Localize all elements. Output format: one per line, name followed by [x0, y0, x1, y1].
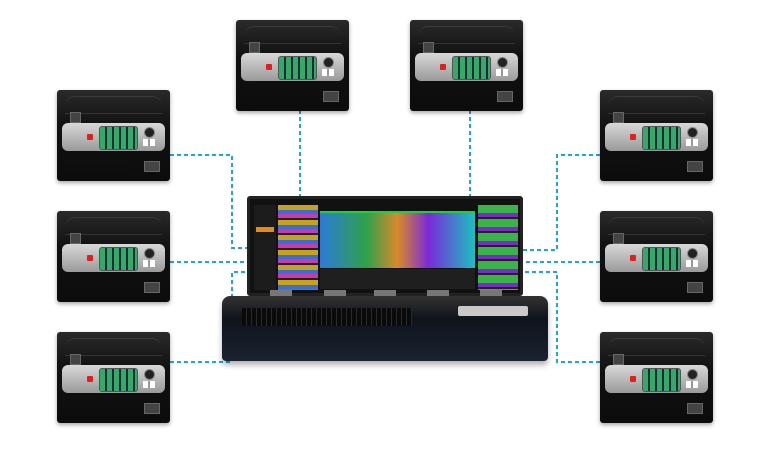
status-led-icon — [630, 376, 636, 382]
preview-program-windows — [320, 211, 475, 268]
power-button-icon — [70, 112, 81, 123]
console-screen — [247, 196, 523, 296]
lcd-display — [452, 56, 491, 80]
knob-icon — [144, 369, 155, 380]
power-button-icon — [613, 112, 624, 123]
rack-processor-left-1 — [57, 90, 170, 181]
status-led-icon — [440, 64, 446, 70]
knob-icon — [144, 127, 155, 138]
knob-icon — [497, 57, 508, 68]
link-right-3 — [520, 271, 600, 363]
lcd-display — [642, 368, 681, 392]
rack-processor-right-2 — [600, 211, 713, 302]
knob-icon — [687, 369, 698, 380]
power-button-icon — [70, 233, 81, 244]
power-button-icon — [613, 233, 624, 244]
lcd-display — [99, 247, 138, 271]
knob-icon — [687, 248, 698, 259]
status-led-icon — [87, 376, 93, 382]
screen-sidebar — [254, 205, 276, 290]
timeline-strip — [320, 269, 475, 289]
lcd-display — [99, 368, 138, 392]
status-led-icon — [266, 64, 272, 70]
status-led-icon — [87, 134, 93, 140]
link-left-1 — [170, 154, 255, 249]
control-console — [222, 196, 548, 361]
rack-processor-right-3 — [600, 332, 713, 423]
console-deck — [222, 290, 548, 361]
knob-icon — [144, 248, 155, 259]
lcd-display — [642, 126, 681, 150]
output-thumbnails — [478, 205, 518, 290]
touchpad — [458, 306, 528, 316]
status-led-icon — [87, 255, 93, 261]
lcd-display — [278, 56, 317, 80]
power-button-icon — [249, 42, 260, 53]
lcd-display — [642, 247, 681, 271]
power-button-icon — [613, 354, 624, 365]
knob-icon — [687, 127, 698, 138]
knob-icon — [323, 57, 334, 68]
rack-processor-left-2 — [57, 211, 170, 302]
status-led-icon — [630, 134, 636, 140]
lcd-display — [99, 126, 138, 150]
rack-processor-top-left — [236, 20, 349, 111]
rack-processor-top-right — [410, 20, 523, 111]
power-button-icon — [423, 42, 434, 53]
keyboard — [242, 308, 412, 326]
power-button-icon — [70, 354, 81, 365]
rack-processor-right-1 — [600, 90, 713, 181]
status-led-icon — [630, 255, 636, 261]
link-right-1 — [520, 154, 600, 251]
source-thumbnails — [278, 205, 318, 290]
rack-processor-left-3 — [57, 332, 170, 423]
